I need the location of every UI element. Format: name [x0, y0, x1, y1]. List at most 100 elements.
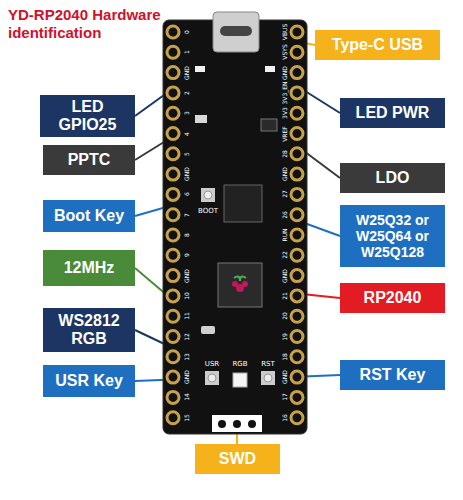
callout-ldo: LDO	[340, 163, 445, 193]
pin-hole	[291, 331, 303, 343]
pin-label: 7	[183, 213, 190, 217]
pin-label: 28	[281, 150, 288, 158]
pin-hole	[291, 229, 303, 241]
pin-label: 16	[281, 414, 288, 422]
pin-label: 9	[183, 253, 190, 257]
callout-text: 12MHz	[64, 259, 115, 277]
pin-label: 6	[183, 192, 190, 196]
pin-hole	[291, 26, 303, 38]
pin-label: 27	[281, 191, 288, 199]
pin-hole	[167, 391, 179, 403]
pin-label: 0	[183, 30, 190, 34]
pin-hole	[291, 107, 303, 119]
swd-hole	[218, 420, 226, 428]
pin-label: 26	[281, 211, 288, 219]
pin-label: 18	[281, 353, 288, 361]
silkscreen-label: USR	[205, 360, 219, 368]
usr-button-cap	[208, 374, 216, 382]
pin-hole	[167, 188, 179, 200]
pin-hole	[167, 371, 179, 383]
pin-hole	[167, 270, 179, 282]
callout-flash: W25Q32 or W25Q64 or W25Q128	[340, 205, 445, 267]
callout-text: PPTC	[68, 151, 111, 169]
raspberry-logo	[242, 281, 248, 287]
title: YD-RP2040 Hardware identification	[8, 6, 173, 42]
pin-label: 1	[183, 50, 190, 54]
swd-hole	[248, 420, 256, 428]
pin-hole	[291, 148, 303, 160]
pptc-fuse	[195, 115, 207, 123]
callout-text: LDO	[376, 169, 410, 187]
callout-text: LED GPIO25	[45, 98, 130, 135]
led-gpio25	[195, 66, 205, 72]
pin-hole	[167, 87, 179, 99]
callout-text: LED PWR	[356, 104, 430, 122]
pin-label: RUN	[281, 228, 288, 241]
pin-label: 21	[281, 292, 288, 300]
pin-hole	[167, 148, 179, 160]
pin-hole	[167, 67, 179, 79]
callout-rgb: WS2812 RGB	[43, 308, 135, 352]
callout-key: RST Key	[340, 360, 445, 390]
pin-label: VBUS	[281, 24, 288, 40]
pin-hole	[167, 412, 179, 424]
pin-label: GND	[183, 269, 190, 283]
pin-label: 2	[183, 91, 190, 95]
pin-hole	[291, 351, 303, 363]
crystal	[201, 326, 215, 334]
pin-label: VSYS	[281, 45, 288, 60]
pin-hole	[291, 249, 303, 261]
silkscreen-label: RGB	[232, 360, 247, 368]
pin-hole	[167, 331, 179, 343]
pin-hole	[167, 26, 179, 38]
pin-hole	[291, 310, 303, 322]
callout-text: Boot Key	[54, 207, 124, 225]
usr-button	[205, 371, 219, 385]
pin-hole	[167, 351, 179, 363]
ws2812-led	[233, 373, 247, 387]
usb-c-connector	[213, 12, 259, 52]
pin-hole	[167, 107, 179, 119]
pin-hole	[167, 46, 179, 58]
pin-label: GND	[281, 167, 288, 181]
pin-label: 10	[183, 292, 190, 300]
pin-label: VREF	[281, 126, 288, 142]
pin-label: 11	[183, 312, 190, 320]
pcb-board	[163, 20, 307, 434]
boot-button-cap	[204, 191, 212, 199]
pin-label: 3V3_EN	[281, 81, 288, 104]
callout-chip: RP2040	[340, 283, 445, 313]
pin-hole	[167, 290, 179, 302]
pin-hole	[291, 128, 303, 140]
callout-text: RP2040	[364, 289, 422, 307]
pin-hole	[167, 128, 179, 140]
pin-label: 4	[183, 132, 190, 136]
pin-hole	[167, 249, 179, 261]
raspberry-logo	[232, 281, 238, 287]
pin-hole	[291, 67, 303, 79]
callout-crystal: 12MHz	[43, 250, 135, 286]
callout-key: USR Key	[43, 365, 135, 397]
pin-label: 5	[183, 152, 190, 156]
pin-label: 8	[183, 233, 190, 237]
pin-label: 22	[281, 251, 288, 259]
raspberry-logo	[234, 277, 246, 281]
pin-label: 14	[183, 394, 190, 402]
pin-hole	[167, 310, 179, 322]
callout-led: LED GPIO25	[40, 95, 135, 137]
pin-hole	[291, 270, 303, 282]
pin-label: GND	[183, 370, 190, 384]
pin-hole	[291, 391, 303, 403]
pin-hole	[291, 188, 303, 200]
pin-label: 17	[281, 394, 288, 402]
pin-hole	[167, 209, 179, 221]
rst-button	[261, 371, 275, 385]
pin-hole	[291, 168, 303, 180]
silkscreen-label: RST	[261, 360, 275, 368]
pin-hole	[291, 290, 303, 302]
pin-label: 19	[281, 333, 288, 341]
callout-key: Boot Key	[43, 200, 135, 232]
flash-chip	[224, 185, 262, 222]
led-pwr	[265, 66, 275, 72]
